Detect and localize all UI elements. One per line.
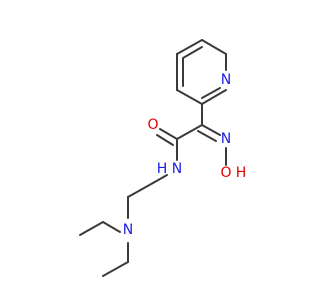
bond-amine-ethyl-1b <box>79 221 104 236</box>
bond-amide-n-to-ch2 <box>152 174 168 184</box>
bond-amine-ethyl-2b <box>102 261 129 277</box>
bond-c-o-carbonyl-1 <box>159 128 178 140</box>
bond-ring-4 <box>201 89 227 105</box>
bond-ring-2 <box>201 39 227 55</box>
amide-nitrogen-label: N <box>172 161 182 177</box>
molecule-structure-diagram: N O N O H N H N <box>79 39 247 277</box>
pyridine-ring <box>176 39 227 105</box>
oxime-nitrogen-label: N <box>221 131 231 147</box>
hydroxyl-hydrogen-label: H <box>236 165 247 181</box>
bond-ring-5 <box>176 89 203 105</box>
amine-nitrogen-label: N <box>123 222 133 238</box>
hydroxyl-oxygen-label: O <box>220 165 231 181</box>
bond-amine-ethyl-1a <box>102 221 121 233</box>
pyridine-nitrogen-label: N <box>221 72 231 88</box>
bond-ring-double-1 <box>182 46 203 59</box>
bond-c-n-oxime-1 <box>201 124 221 136</box>
bond-oxime-c-to-carbonyl-c <box>176 124 203 140</box>
bond-ch2-ch2 <box>127 182 154 198</box>
bond-c-o-carbonyl-2 <box>156 134 174 146</box>
molecule-svg: N O N O H N H N <box>79 39 247 277</box>
bond-ring-1 <box>176 39 203 55</box>
amide-hydrogen-label: H <box>157 161 168 177</box>
bond-c-n-oxime-2 <box>197 130 217 142</box>
bond-ring-double-2 <box>201 87 221 99</box>
carbonyl-oxygen-label: O <box>147 117 158 133</box>
